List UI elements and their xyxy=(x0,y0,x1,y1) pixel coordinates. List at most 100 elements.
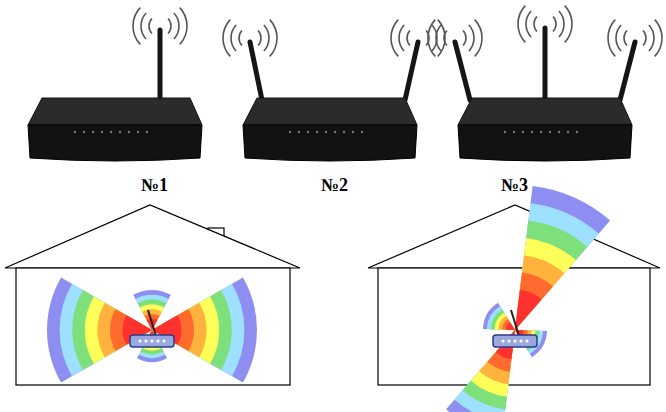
signal-wave xyxy=(133,8,140,45)
router-led xyxy=(549,131,551,133)
signal-wave xyxy=(553,17,556,32)
icon-led xyxy=(519,339,522,342)
signal-wave xyxy=(223,20,230,57)
pattern-band xyxy=(483,303,515,330)
icon-led xyxy=(156,339,159,342)
router-led xyxy=(576,131,578,133)
signal-wave xyxy=(655,20,662,57)
signal-wave xyxy=(168,19,171,34)
pattern-band xyxy=(502,319,515,330)
router-led xyxy=(137,131,139,133)
signal-wave xyxy=(174,13,179,39)
pattern-band xyxy=(515,203,599,330)
signal-wave xyxy=(649,25,654,51)
router-icons xyxy=(130,310,537,347)
icon-led xyxy=(513,339,516,342)
signal-wave xyxy=(643,31,646,46)
icon-body xyxy=(493,335,537,347)
router-number: №1 xyxy=(141,176,168,196)
icon-antenna xyxy=(511,310,519,336)
router-led xyxy=(110,131,112,133)
router-top xyxy=(243,98,417,125)
signal-wave xyxy=(565,6,572,43)
router-led xyxy=(513,131,515,133)
routers xyxy=(28,6,662,161)
router xyxy=(28,8,202,161)
signal-wave xyxy=(391,20,398,57)
router-top xyxy=(28,98,202,125)
signal-wave xyxy=(624,31,627,46)
signal-wave xyxy=(258,31,261,46)
signal-wave xyxy=(180,8,187,45)
antenna xyxy=(455,42,470,100)
router-led xyxy=(334,131,336,133)
router-led xyxy=(92,131,94,133)
signal-wave xyxy=(149,19,152,34)
signal-wave xyxy=(463,31,466,46)
left-house xyxy=(5,205,300,385)
radiation-patterns xyxy=(47,186,610,412)
signal-wave xyxy=(399,25,404,51)
signal-wave xyxy=(559,11,564,37)
signal-wave xyxy=(428,20,435,57)
signal-wave xyxy=(407,31,410,46)
router-number: №2 xyxy=(321,176,348,196)
signal-wave xyxy=(518,6,525,43)
icon-led xyxy=(507,339,510,342)
right-house xyxy=(368,205,660,385)
router-led xyxy=(531,131,533,133)
signal-wave xyxy=(608,20,615,57)
pattern-band xyxy=(515,186,610,330)
signal-wave xyxy=(444,31,447,46)
signal-wave xyxy=(270,20,277,57)
pattern-band xyxy=(515,255,564,330)
icon-led xyxy=(150,339,153,342)
router-led xyxy=(558,131,560,133)
router-led xyxy=(540,131,542,133)
signal-wave xyxy=(475,20,482,57)
pattern-band xyxy=(515,221,587,330)
router-led xyxy=(83,131,85,133)
icon-led xyxy=(162,339,165,342)
router-led xyxy=(343,131,345,133)
router-led xyxy=(307,131,309,133)
router-led xyxy=(567,131,569,133)
router-led xyxy=(146,131,148,133)
router xyxy=(223,20,445,161)
signal-wave xyxy=(469,25,474,51)
signal-wave xyxy=(231,25,236,51)
icon-led xyxy=(144,339,147,342)
signal-wave xyxy=(239,31,242,46)
router xyxy=(428,6,662,161)
pattern-band xyxy=(515,238,576,330)
router-led xyxy=(504,131,506,133)
router-front xyxy=(243,125,417,161)
router-led xyxy=(361,131,363,133)
router-front xyxy=(458,125,632,161)
pattern-band xyxy=(506,322,515,330)
router-led xyxy=(298,131,300,133)
icon-led xyxy=(525,339,528,342)
icon-led xyxy=(501,339,504,342)
icon-antenna xyxy=(148,310,156,336)
router-led xyxy=(289,131,291,133)
router-led xyxy=(74,131,76,133)
router-led xyxy=(119,131,121,133)
pattern-band xyxy=(515,272,553,330)
signal-wave xyxy=(526,11,531,37)
pattern-band xyxy=(487,306,515,330)
router-led xyxy=(325,131,327,133)
router-front xyxy=(28,125,202,161)
icon-body xyxy=(130,335,174,347)
router-number: №3 xyxy=(501,176,528,196)
router-top xyxy=(458,98,632,125)
signal-wave xyxy=(264,25,269,51)
router-led xyxy=(128,131,130,133)
router-led xyxy=(316,131,318,133)
antenna xyxy=(250,42,262,100)
antenna xyxy=(158,30,163,100)
signal-wave xyxy=(534,17,537,32)
signal-wave xyxy=(141,13,146,39)
